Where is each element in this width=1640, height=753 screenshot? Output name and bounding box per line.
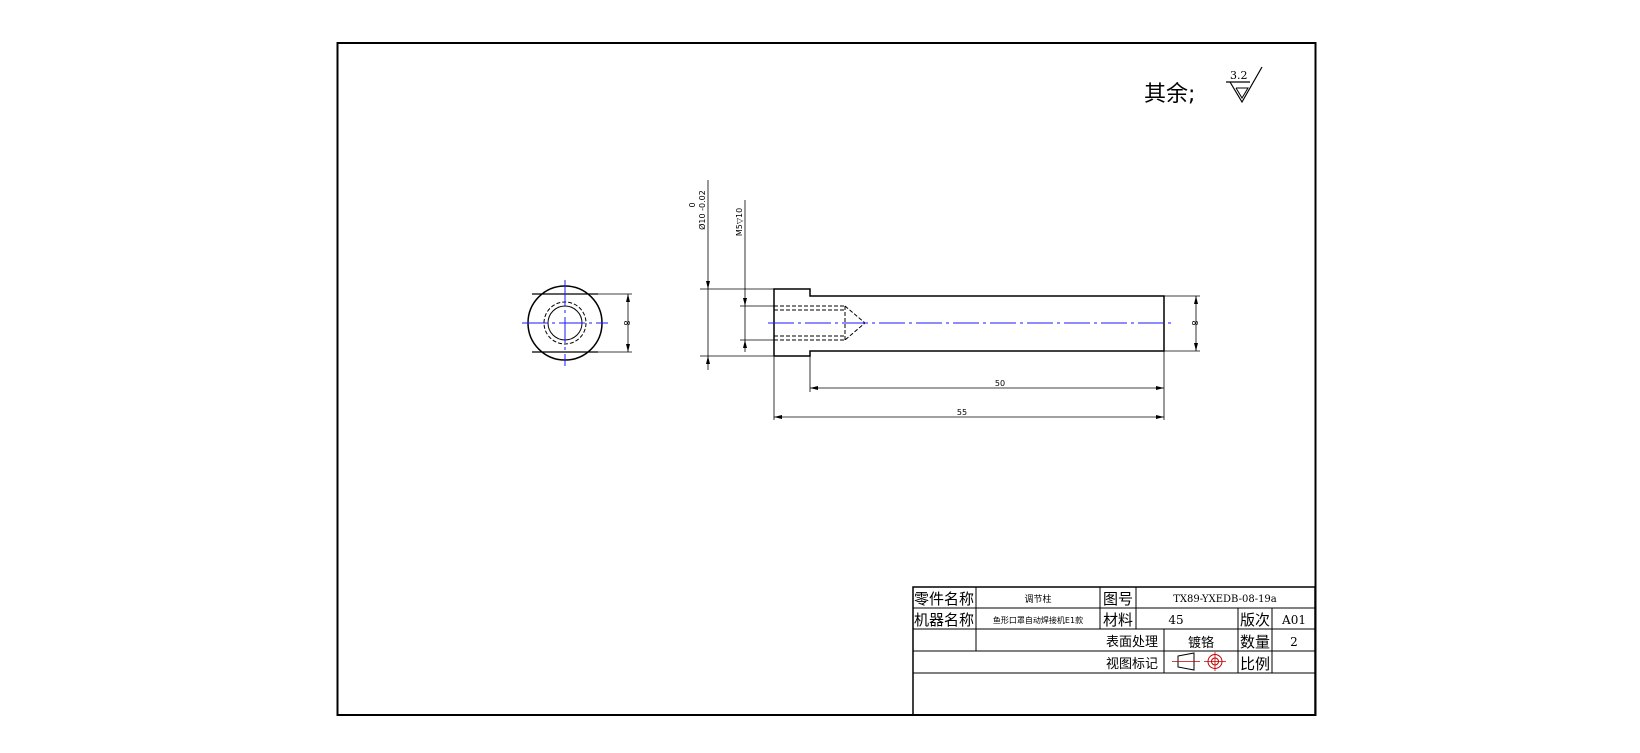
machine-name-value: 鱼形口罩自动焊接机E1款 bbox=[993, 615, 1083, 625]
drawing-no-value: TX89-YXEDB-08-19a bbox=[1173, 594, 1277, 605]
scale-label: 比例 bbox=[1240, 655, 1270, 673]
material-value: 45 bbox=[1168, 613, 1183, 627]
side-diameter-label: 8 bbox=[1190, 320, 1199, 325]
length-50-label: 50 bbox=[995, 379, 1005, 388]
end-view: 8 bbox=[522, 280, 632, 366]
side-view: 0 Ø10 -0.02 M5▽10 8 50 55 bbox=[688, 180, 1200, 420]
drawing-border bbox=[336, 42, 1317, 716]
roughness-prefix: 其余; bbox=[1144, 82, 1195, 107]
length-55-label: 55 bbox=[957, 408, 967, 417]
drawing-no-label: 图号 bbox=[1103, 590, 1133, 608]
end-view-diameter-label: 8 bbox=[622, 320, 631, 325]
shaft-tolerance-upper: 0 bbox=[688, 202, 697, 207]
material-label: 材料 bbox=[1103, 611, 1133, 629]
view-mark-label: 视图标记 bbox=[1106, 657, 1158, 672]
surface-roughness-icon bbox=[1226, 66, 1263, 104]
first-angle-projection-icon bbox=[1172, 652, 1226, 671]
surface-label: 表面处理 bbox=[1106, 635, 1158, 650]
quantity-label: 数量 bbox=[1240, 633, 1270, 651]
roughness-value: 3.2 bbox=[1230, 69, 1248, 82]
shaft-tolerance-main: Ø10 -0.02 bbox=[697, 190, 707, 230]
thread-label: M5▽10 bbox=[735, 208, 744, 236]
part-name-value: 调节柱 bbox=[1024, 593, 1051, 605]
version-value: A01 bbox=[1281, 613, 1306, 627]
machine-name-label: 机器名称 bbox=[914, 611, 974, 629]
version-label: 版次 bbox=[1240, 611, 1270, 629]
quantity-value: 2 bbox=[1290, 635, 1298, 649]
roughness-note: 其余; 3.2 bbox=[1144, 66, 1263, 107]
surface-value: 镀铬 bbox=[1188, 635, 1214, 651]
title-block: 零件名称 调节柱 图号 TX89-YXEDB-08-19a 机器名称 鱼形口罩自… bbox=[912, 586, 1316, 716]
part-name-label: 零件名称 bbox=[914, 590, 974, 608]
